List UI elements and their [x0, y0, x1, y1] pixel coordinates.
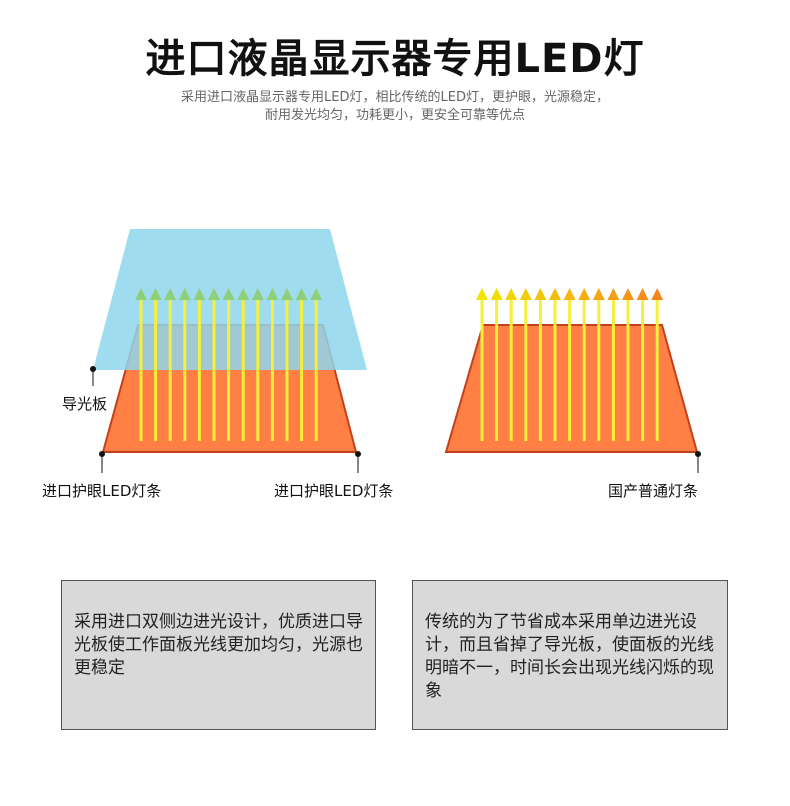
callout-left-strip-a: [99, 451, 105, 473]
right-beam-arrow: [607, 288, 620, 441]
label-left-strip-b: 进口护眼LED灯条: [274, 482, 394, 500]
left-beam-arrow: [295, 288, 308, 441]
callout-right-strip: [695, 451, 701, 473]
callout-left-strip-b: [355, 451, 361, 473]
label-left-strip-a: 进口护眼LED灯条: [42, 482, 162, 500]
callout-light-guide: [90, 366, 96, 386]
right-beam-arrow: [622, 288, 634, 441]
left-beam-arrow: [178, 288, 191, 441]
right-beam-arrow: [563, 288, 576, 441]
right-beam-arrow: [636, 288, 649, 441]
label-right-strip: 国产普通灯条: [608, 482, 699, 500]
label-light-guide: 导光板: [62, 395, 108, 413]
right-beam-arrow: [476, 288, 488, 441]
left-beam-arrow: [193, 288, 206, 441]
right-beam-arrow: [592, 288, 605, 441]
subtitle-line-2: 耐用发光均匀，功耗更小，更安全可靠等优点: [264, 108, 525, 123]
right-description-box: 传统的为了节省成本采用单边进光设计，而且省掉了导光板，使面板的光线明暗不一，时间…: [412, 580, 728, 730]
left-description-box: 采用进口双侧边进光设计，优质进口导光板使工作面板光线更加均匀，光源也更稳定: [61, 580, 376, 730]
right-light-beams: [476, 288, 664, 441]
right-description-text: 传统的为了节省成本采用单边进光设计，而且省掉了导光板，使面板的光线明暗不一，时间…: [425, 612, 714, 701]
left-beam-arrow: [149, 288, 162, 441]
left-beam-arrow: [237, 288, 250, 441]
subtitle-line-1: 采用进口液晶显示器专用LED灯，相比传统的LED灯，更护眼，光源稳定，: [181, 90, 609, 105]
page-title: 进口液晶显示器专用LED灯: [145, 36, 645, 82]
left-beam-arrow: [135, 288, 147, 441]
right-led-panel: [444, 324, 699, 453]
left-beam-arrow: [222, 288, 235, 441]
left-beam-arrow: [281, 288, 293, 441]
right-beam-arrow: [651, 288, 664, 441]
right-beam-arrow: [549, 288, 561, 441]
right-beam-arrow: [490, 288, 503, 441]
right-beam-arrow: [534, 288, 547, 441]
right-beam-arrow: [578, 288, 591, 441]
left-light-beams-over: [135, 288, 323, 441]
left-beam-arrow: [310, 288, 323, 441]
left-description-text: 采用进口双侧边进光设计，优质进口导光板使工作面板光线更加均匀，光源也更稳定: [74, 612, 363, 678]
left-beam-arrow: [208, 288, 220, 441]
left-beam-arrow: [266, 288, 279, 441]
right-beam-arrow: [519, 288, 532, 441]
right-beam-arrow: [505, 288, 518, 441]
left-beam-arrow: [251, 288, 264, 441]
left-beam-arrow: [164, 288, 177, 441]
